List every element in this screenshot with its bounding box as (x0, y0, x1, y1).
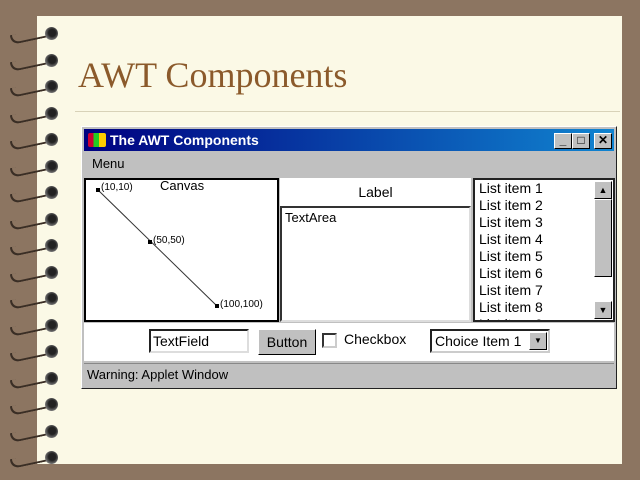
point-label: (100,100) (220, 299, 263, 310)
status-bar: Warning: Applet Window (84, 363, 614, 386)
close-button[interactable]: ✕ (594, 133, 612, 149)
awt-label: Label (280, 178, 471, 206)
binding-ring (8, 424, 58, 443)
binding-ring (8, 159, 58, 178)
binding-ring (8, 318, 58, 337)
window-title: The AWT Components (110, 132, 259, 148)
awt-window: The AWT Components _ □ ✕ Menu (10,10) (5… (81, 126, 617, 389)
list-item[interactable]: List item 9 (475, 316, 613, 320)
scroll-thumb[interactable] (594, 199, 612, 277)
text-area[interactable]: TextArea (280, 206, 471, 322)
menu-item[interactable]: Menu (92, 156, 125, 171)
canvas-line (97, 189, 218, 307)
menu-bar: Menu (84, 152, 614, 176)
list-item[interactable]: List item 3 (479, 214, 543, 230)
list-item[interactable]: List item 8 (479, 299, 543, 315)
scrollbar[interactable]: ▲ ▼ (593, 180, 613, 320)
point-label: (10,10) (101, 182, 133, 193)
controls-row: TextField Button Checkbox Choice Item 1 … (84, 323, 614, 361)
binding-ring (8, 397, 58, 417)
binding-ring (8, 344, 58, 364)
list-item[interactable]: List item 4 (479, 231, 543, 247)
binding-ring (8, 265, 58, 284)
choice-dropdown[interactable]: Choice Item 1 ▼ (430, 329, 550, 353)
maximize-button[interactable]: □ (572, 133, 590, 149)
title-divider (75, 111, 620, 112)
binding-ring (8, 291, 58, 311)
list-item[interactable]: List item 7 (479, 282, 543, 298)
point-marker (96, 188, 100, 192)
scroll-down-button[interactable]: ▼ (594, 301, 612, 319)
binding-ring (8, 79, 58, 99)
binding-ring (8, 26, 58, 46)
canvas-label: Canvas (160, 180, 205, 193)
binding-ring (8, 238, 58, 258)
awt-button[interactable]: Button (258, 329, 316, 355)
minimize-button[interactable]: _ (554, 133, 572, 149)
dropdown-arrow-icon[interactable]: ▼ (529, 332, 547, 350)
canvas: (10,10) (50,50) (100,100) Canvas (84, 178, 279, 322)
point-marker (148, 240, 152, 244)
choice-value: Choice Item 1 (435, 333, 522, 349)
checkbox-label[interactable]: Checkbox (344, 331, 407, 347)
point-label: (50,50) (153, 235, 185, 246)
canvas-drawing: (10,10) (50,50) (100,100) Canvas (96, 180, 263, 310)
binding-ring (8, 132, 58, 152)
java-app-icon (88, 133, 106, 147)
binding-ring (8, 212, 58, 231)
checkbox[interactable] (322, 333, 337, 348)
title-bar[interactable]: The AWT Components _ □ ✕ (84, 129, 614, 151)
point-marker (215, 304, 219, 308)
list-item[interactable]: List item 5 (479, 248, 543, 264)
list-item[interactable]: List item 6 (479, 265, 543, 281)
binding-ring (8, 185, 58, 205)
binding-ring (8, 106, 58, 125)
binding-ring (8, 450, 58, 470)
scroll-up-button[interactable]: ▲ (594, 181, 612, 199)
text-field[interactable]: TextField (149, 329, 249, 353)
binding-ring (8, 371, 58, 390)
slide-title: AWT Components (78, 55, 348, 95)
list-item[interactable]: List item 2 (479, 197, 543, 213)
list-item[interactable]: List item 1 (479, 180, 543, 196)
binding-ring (8, 53, 58, 72)
